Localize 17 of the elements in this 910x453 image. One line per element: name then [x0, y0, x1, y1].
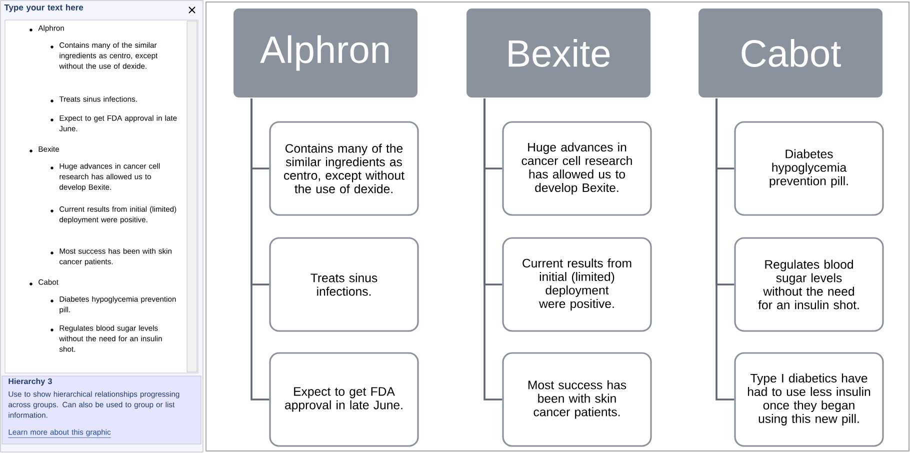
connector — [716, 98, 734, 400]
item-box: Huge advances in cancer cell research has allowed us to develop Bexite. — [502, 121, 652, 216]
connector — [484, 98, 502, 400]
item-box: Current results from initial (limited) deployment were positive. — [502, 237, 652, 332]
item-box: Type I diabetics have had to use less insulin once they began using this new pill. — [734, 352, 884, 447]
connector — [250, 98, 270, 400]
layout-name: Hierarchy 3 — [8, 378, 52, 386]
item-box: Regulates blood sugar levels without the need for an insulin shot. — [734, 237, 884, 332]
item-box: Expect to get FDA approval in late June. — [269, 352, 419, 447]
header-box: Cabot — [698, 8, 884, 98]
item-box: Contains many of the similar ingredients as centro, except without the use of dexide. — [269, 121, 419, 216]
item-box: Treats sinus infections. — [269, 237, 419, 332]
item-box: Diabetes hypoglycemia prevention pill. — [734, 121, 884, 216]
header-box: Bexite — [466, 8, 652, 98]
header-box: Alphron — [232, 8, 418, 98]
item-box: Most success has been with skin cancer patients. — [502, 352, 652, 447]
panel-title: Type your text here — [4, 4, 84, 12]
